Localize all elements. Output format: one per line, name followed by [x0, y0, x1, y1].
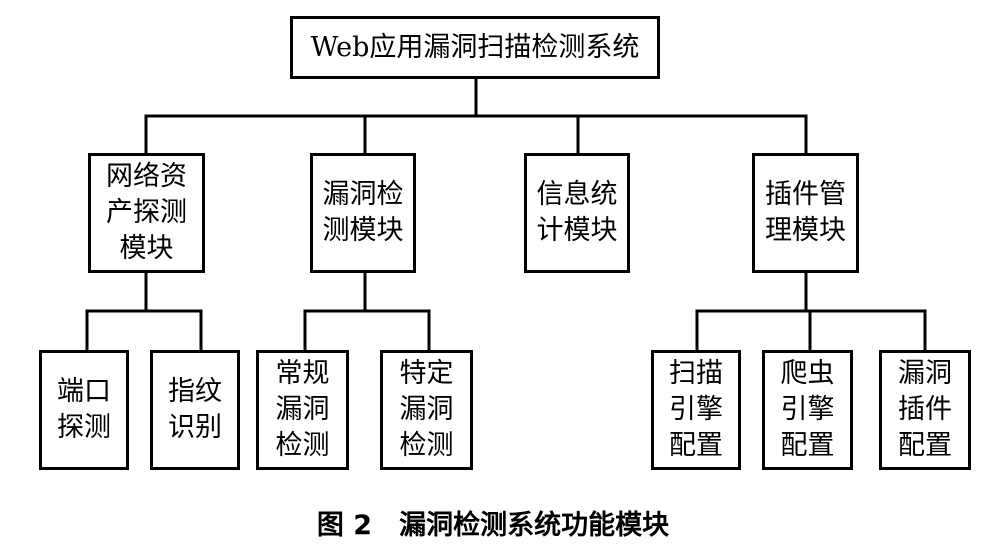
module-plugin-mgmt-label: 插件管 理模块: [765, 179, 846, 246]
leaf-crawler-engine-config: 爬虫 引擎 配置: [762, 350, 853, 470]
module-network-asset-probe: 网络资 产探测 模块: [88, 153, 205, 273]
leaf-vuln-plugin-config: 漏洞 插件 配置: [879, 350, 971, 470]
leaf-scan-engine-config: 扫描 引擎 配置: [651, 350, 741, 470]
module-info-stats-label: 信息统 计模块: [536, 179, 618, 246]
module-network-asset-probe-label: 网络资 产探测 模块: [106, 161, 187, 264]
root-label: Web应用漏洞扫描检测系统: [310, 31, 640, 63]
leaf-fingerprint: 指纹 识别: [150, 350, 240, 470]
figure-caption: 图 2 漏洞检测系统功能模块: [316, 510, 670, 541]
leaf-common-vuln: 常规 漏洞 检测: [256, 350, 349, 470]
root-node: Web应用漏洞扫描检测系统: [290, 16, 660, 79]
leaf-crawler-engine-config-label: 爬虫 引擎 配置: [780, 358, 835, 461]
leaf-fingerprint-label: 指纹 识别: [168, 376, 222, 443]
leaf-common-vuln-label: 常规 漏洞 检测: [275, 358, 330, 461]
leaf-port-probe-label: 端口 探测: [57, 376, 111, 443]
module-plugin-mgmt: 插件管 理模块: [752, 153, 859, 273]
module-vuln-detect: 漏洞检 测模块: [310, 153, 416, 273]
leaf-port-probe: 端口 探测: [39, 350, 129, 470]
leaf-scan-engine-config-label: 扫描 引擎 配置: [669, 358, 723, 461]
module-vuln-detect-label: 漏洞检 测模块: [322, 179, 404, 246]
leaf-specific-vuln: 特定 漏洞 检测: [380, 350, 473, 470]
leaf-vuln-plugin-config-label: 漏洞 插件 配置: [898, 358, 952, 461]
module-info-stats: 信息统 计模块: [524, 153, 630, 273]
leaf-specific-vuln-label: 特定 漏洞 检测: [399, 358, 454, 461]
